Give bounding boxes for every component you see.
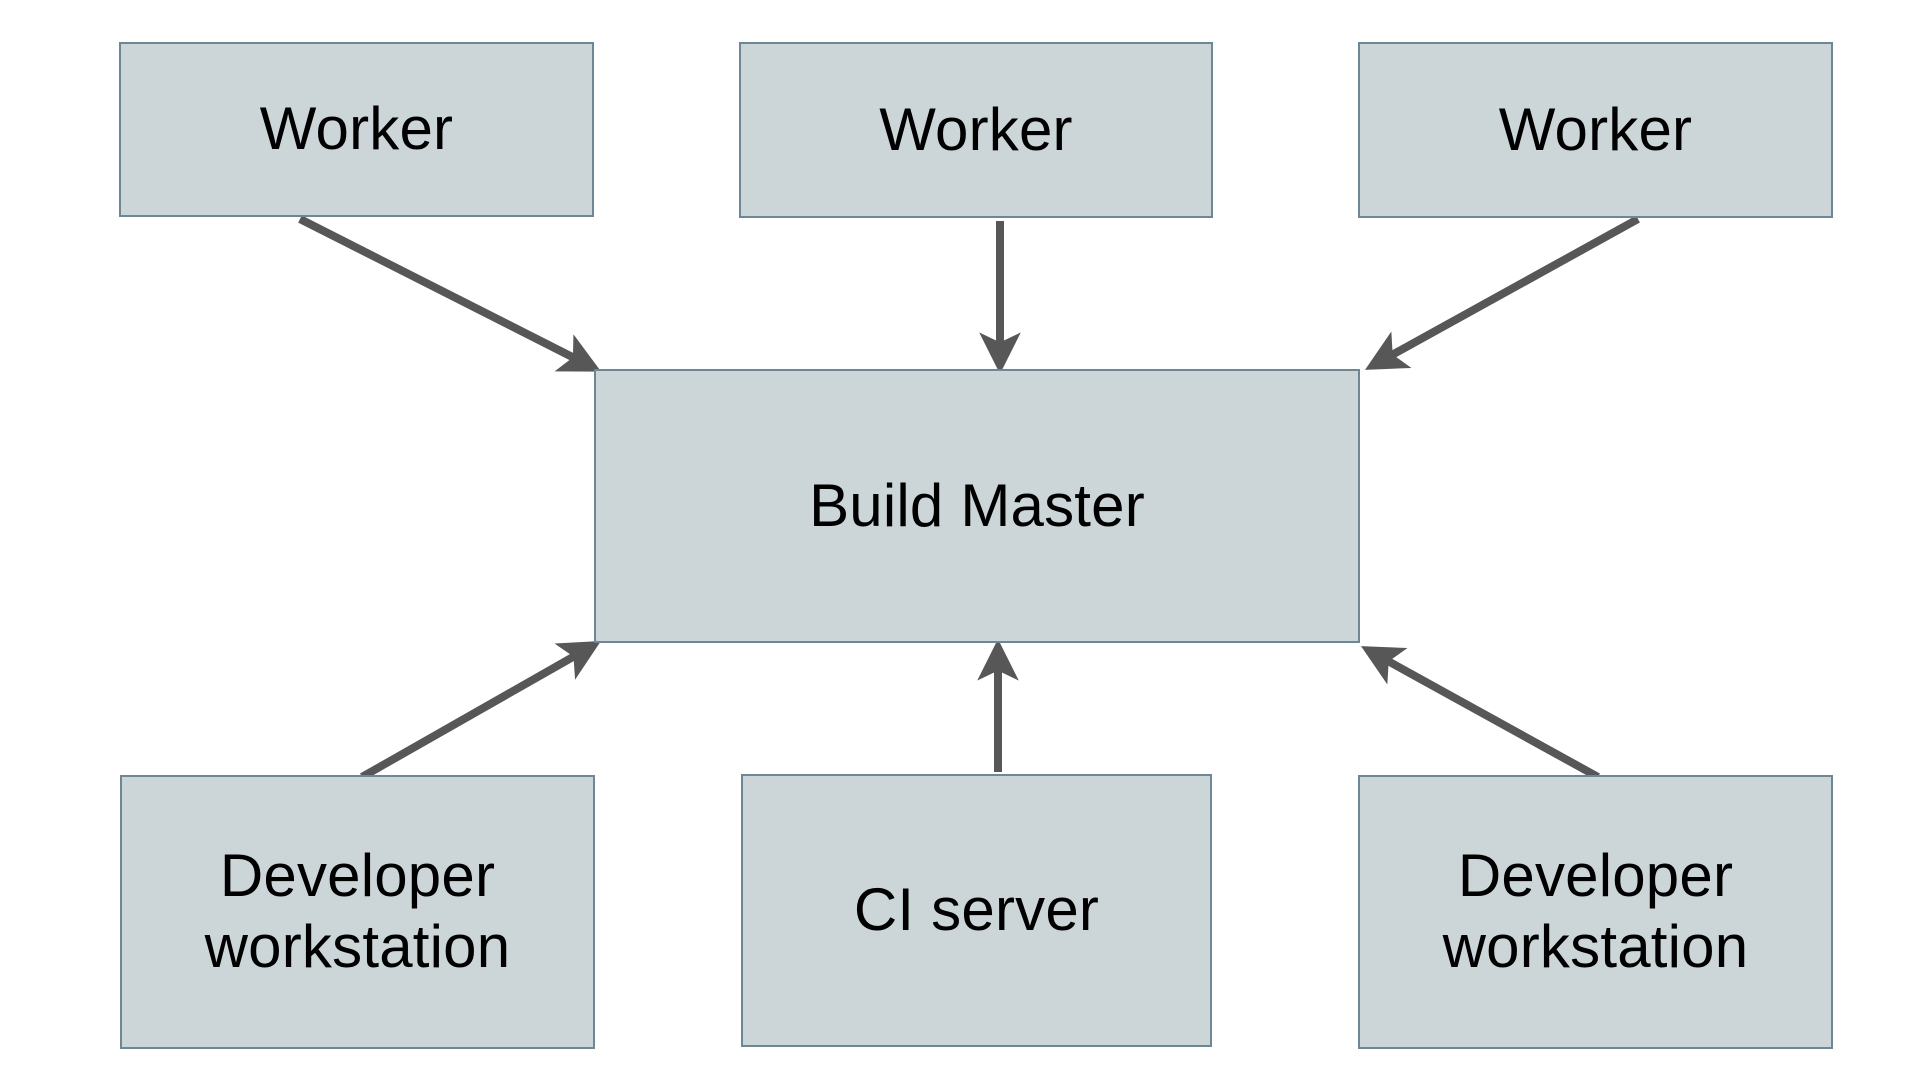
node-ci-server[interactable]: CI server — [741, 774, 1212, 1047]
edge-worker-1-to-master — [298, 215, 602, 372]
node-worker-3[interactable]: Worker — [1358, 42, 1833, 218]
node-label: Worker — [879, 95, 1073, 163]
node-developer-workstation-left[interactable]: Developer workstation — [120, 775, 595, 1049]
edge-worker-3-to-master — [1364, 215, 1640, 370]
node-label: Worker — [1498, 95, 1693, 163]
node-worker-1[interactable]: Worker — [119, 42, 594, 217]
node-label: Developer workstation — [204, 842, 511, 980]
node-label: Build Master — [809, 471, 1145, 539]
edge-developer-right-to-master — [1360, 646, 1600, 781]
node-label: CI server — [853, 876, 1100, 944]
node-label: Developer workstation — [1442, 842, 1749, 980]
node-worker-2[interactable]: Worker — [739, 42, 1213, 218]
edge-developer-left-to-master — [360, 641, 601, 781]
node-developer-workstation-right[interactable]: Developer workstation — [1358, 775, 1833, 1049]
node-label: Worker — [259, 95, 454, 163]
node-build-master[interactable]: Build Master — [594, 369, 1360, 643]
